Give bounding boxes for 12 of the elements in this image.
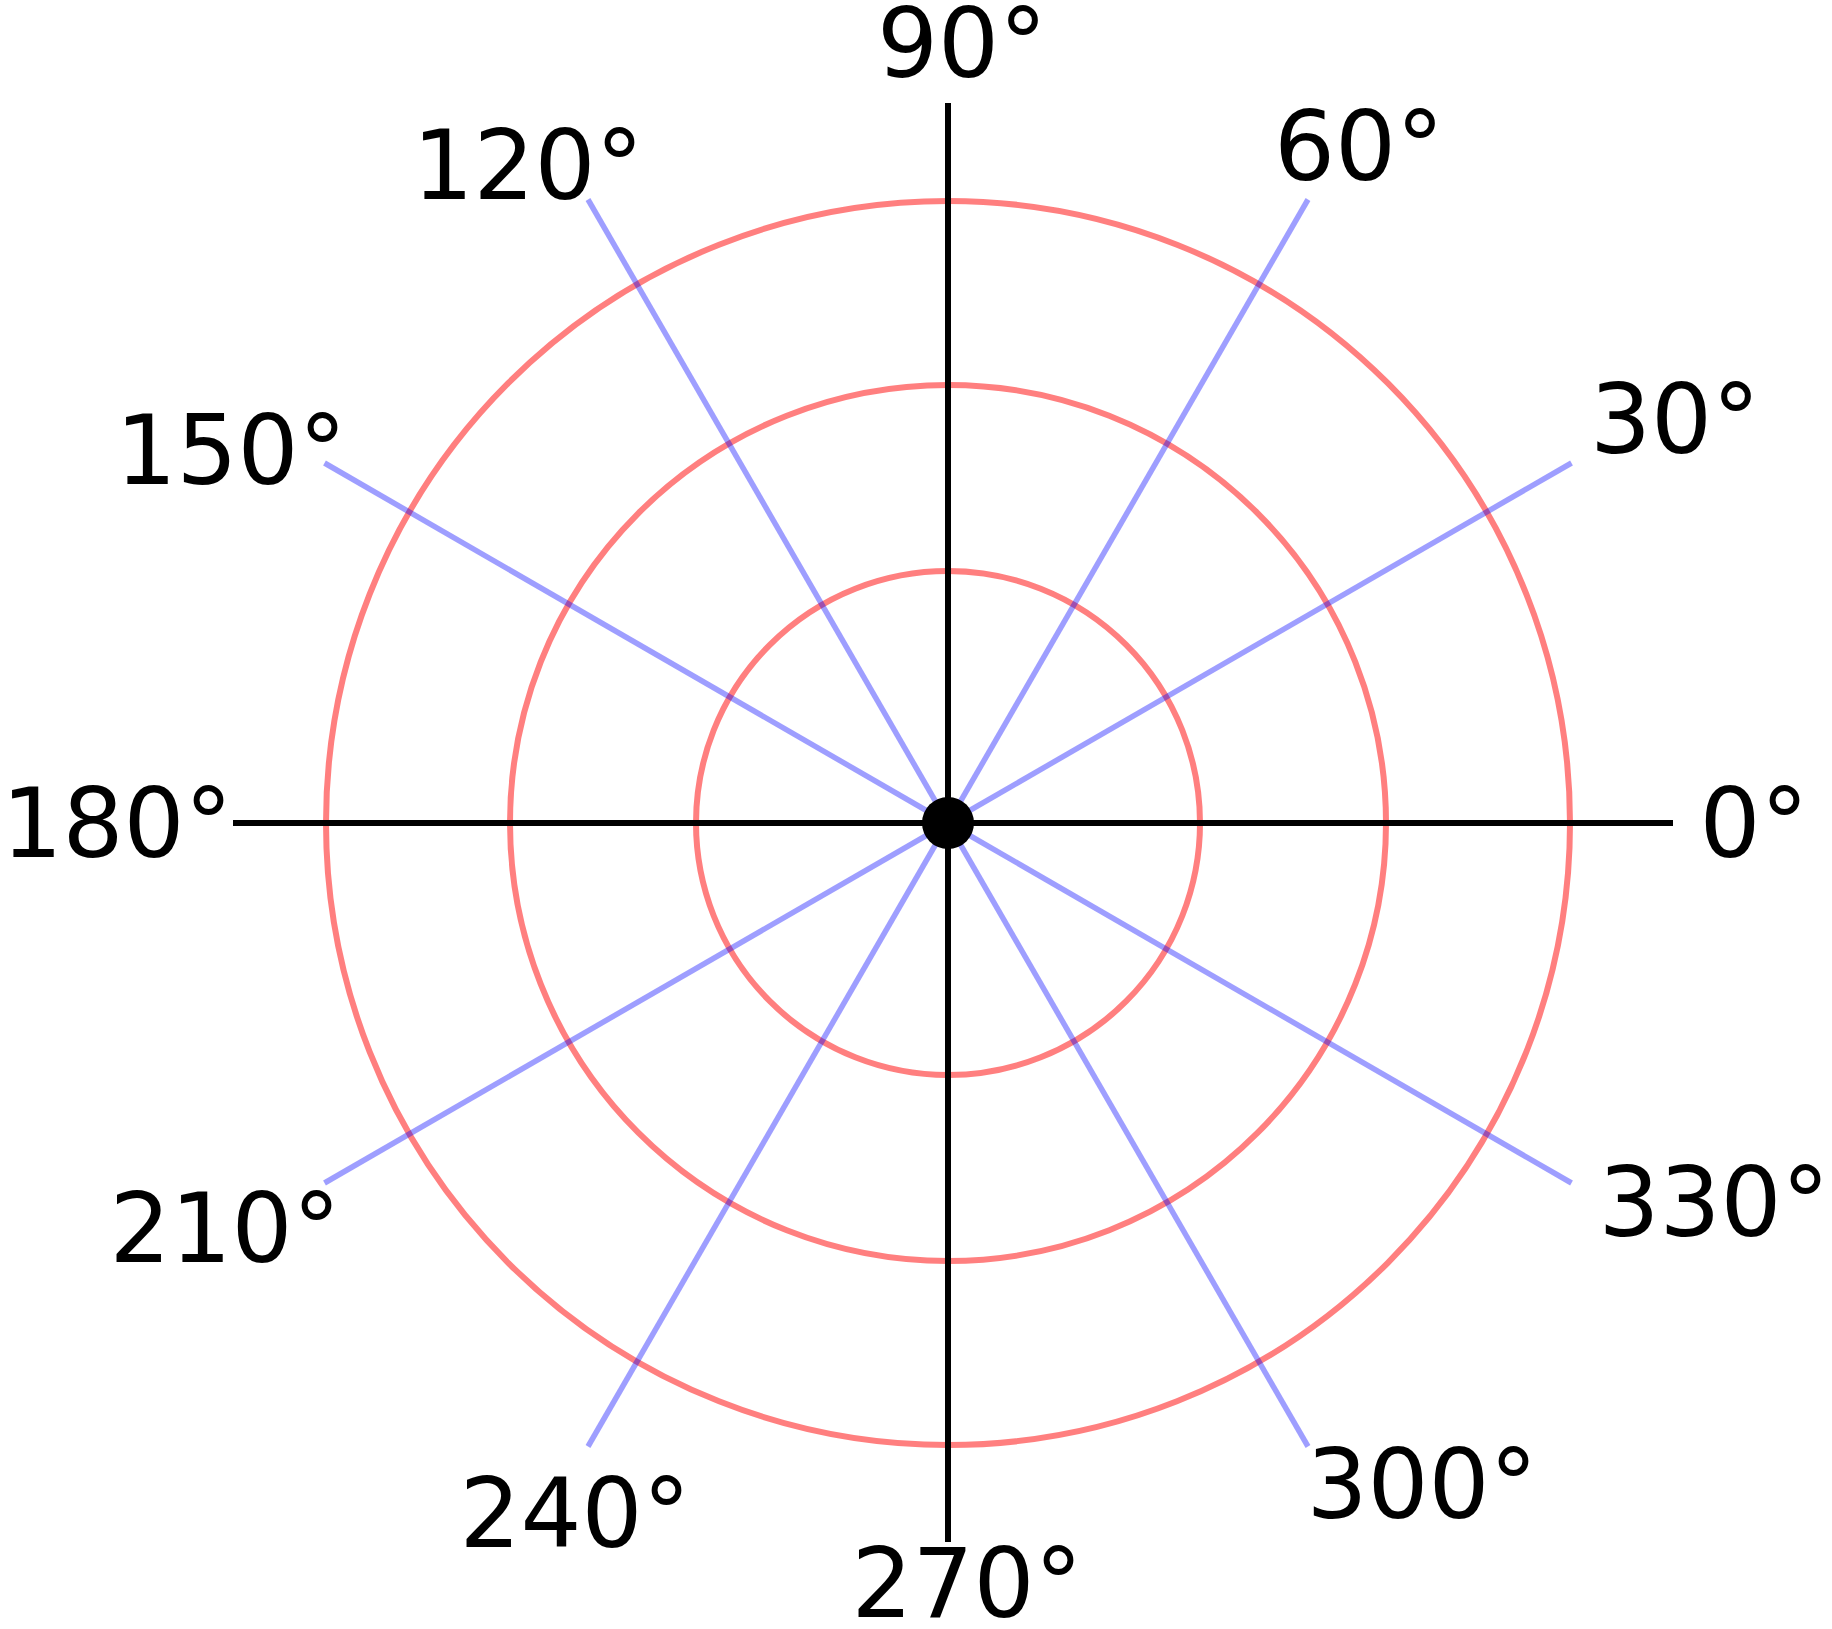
angle-label: 270° <box>851 1540 1083 1628</box>
angle-label: 240° <box>459 1470 691 1558</box>
angle-label: 210° <box>109 1185 341 1273</box>
angle-label: 30° <box>1589 376 1761 464</box>
angle-label: 60° <box>1273 103 1445 191</box>
angle-label: 90° <box>876 0 1048 88</box>
angle-label: 300° <box>1306 1441 1538 1529</box>
angle-label: 120° <box>412 122 644 210</box>
angle-label: 0° <box>1699 780 1809 868</box>
angle-label: 180° <box>1 780 233 868</box>
angle-label: 150° <box>115 407 347 495</box>
angle-label: 330° <box>1598 1159 1830 1247</box>
